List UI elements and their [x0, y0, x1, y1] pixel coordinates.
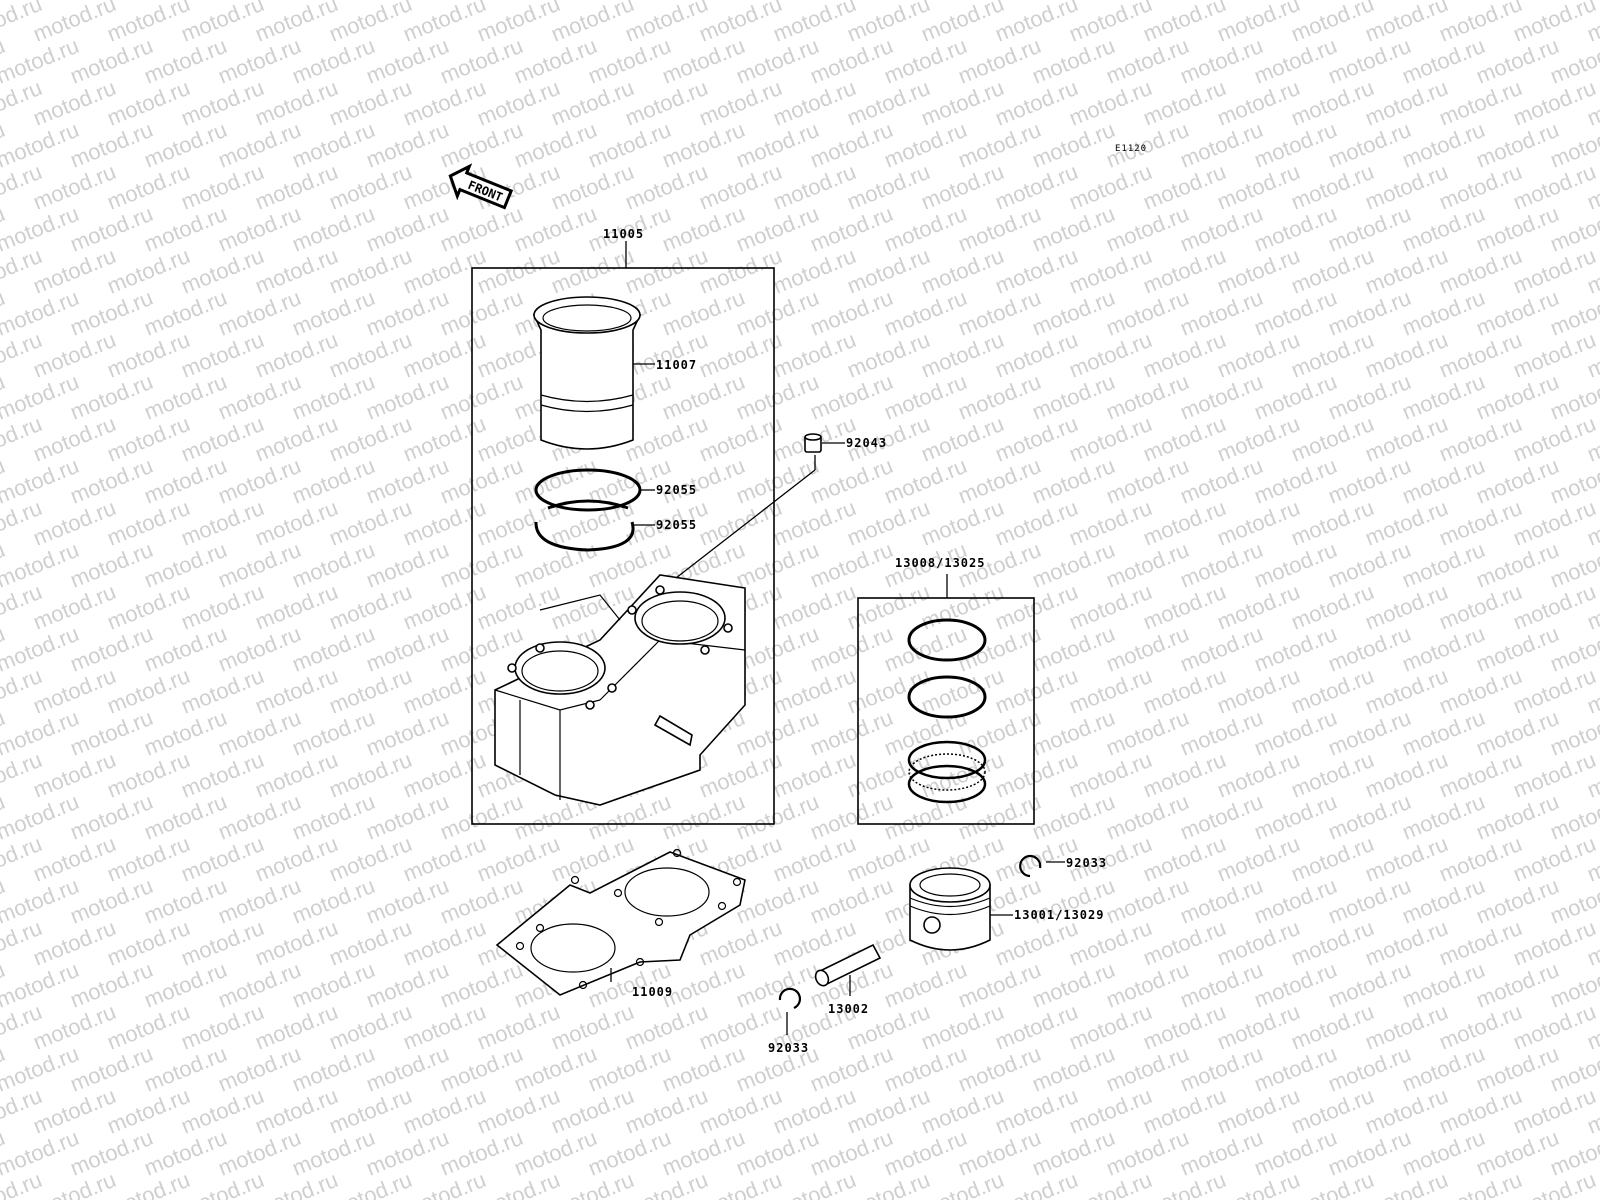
cylinder-base-gasket: 11009	[495, 848, 746, 999]
callout-13008-13025: 13008/13025	[895, 556, 985, 570]
piston-ring-set-group: 13008/13025	[857, 556, 1035, 825]
callout-11005: 11005	[603, 227, 644, 241]
callout-13001-13029: 13001/13029	[1014, 908, 1104, 922]
o-ring-lower: 92055	[534, 499, 697, 552]
callout-92033-left: 92033	[768, 1041, 809, 1055]
piston: 13001/13029	[909, 867, 1104, 951]
circlip-left: 92033	[768, 987, 809, 1055]
diagram-code: E1120	[1115, 144, 1147, 154]
cylinder-liner: 11007	[532, 296, 697, 450]
callout-11009: 11009	[632, 985, 673, 999]
callout-92055-lower: 92055	[656, 518, 697, 532]
callout-92033-right: 92033	[1066, 856, 1107, 870]
callout-92055-upper: 92055	[656, 483, 697, 497]
circlip-right: 92033	[1019, 854, 1107, 878]
piston-pin: 13002	[814, 943, 882, 1016]
cylinder-assembly-group: 11005	[471, 227, 775, 825]
o-ring-upper: 92055	[534, 468, 697, 512]
callout-13002: 13002	[828, 1002, 869, 1016]
callout-11007: 11007	[656, 358, 697, 372]
dowel-pin: 92043	[804, 433, 887, 453]
cylinder-block	[494, 455, 816, 806]
ring-set-box	[857, 597, 1035, 825]
cylinder-assembly-box	[471, 267, 775, 825]
callout-92043: 92043	[846, 436, 887, 450]
